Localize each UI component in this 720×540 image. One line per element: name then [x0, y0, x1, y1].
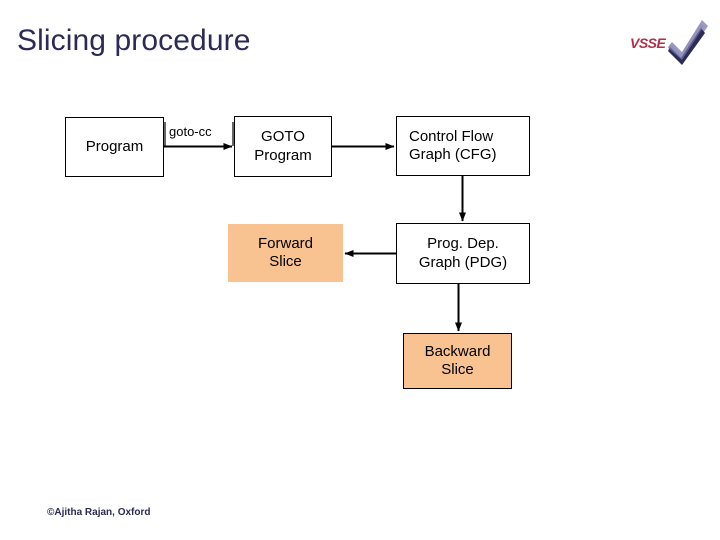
label-line-1: Forward: [257, 234, 313, 252]
label-line-1: Control Flow: [409, 127, 494, 145]
flowchart-node-cfg-label: Control Flow Graph (CFG): [409, 128, 497, 165]
flowchart-node-program[interactable]: Program: [65, 117, 164, 177]
flowchart-node-program-label: Program: [85, 137, 144, 155]
flowchart-node-forward-slice[interactable]: Forward Slice: [228, 224, 343, 282]
flowchart-node-program-dependence-graph[interactable]: Prog. Dep. Graph (PDG): [396, 223, 530, 284]
flowchart-node-control-flow-graph[interactable]: Control Flow Graph (CFG): [396, 116, 530, 176]
label-line-2: Graph (PDG): [418, 253, 508, 271]
page-title: Slicing procedure: [17, 24, 251, 57]
footer-credit: ©Ajitha Rajan, Oxford: [47, 507, 151, 518]
flowchart-node-backward-slice-label: Backward Slice: [425, 343, 491, 380]
flowchart-node-goto-program-label: GOTO Program: [254, 128, 312, 165]
flowchart-node-pdg-label: Prog. Dep. Graph (PDG): [419, 235, 507, 272]
flowchart-node-goto-program[interactable]: GOTO Program: [234, 116, 332, 177]
flowchart-node-backward-slice[interactable]: Backward Slice: [403, 333, 512, 389]
label-line-1: Backward: [424, 342, 491, 360]
flowchart-node-forward-slice-label: Forward Slice: [258, 235, 313, 272]
label-line-2: Graph (CFG): [409, 146, 497, 163]
vsse-logo: VSSE: [628, 16, 708, 68]
label-line-2: Slice: [269, 253, 302, 270]
label-line-1: GOTO: [261, 128, 305, 146]
vsse-checkmark-icon: [668, 20, 708, 65]
label-line-1: Prog. Dep.: [427, 235, 499, 253]
label-line-2: Program: [254, 146, 312, 164]
label-line-2: Slice: [441, 361, 474, 378]
edge-label-goto-cc: goto-cc: [169, 124, 212, 139]
vsse-logo-text: VSSE: [630, 35, 666, 51]
